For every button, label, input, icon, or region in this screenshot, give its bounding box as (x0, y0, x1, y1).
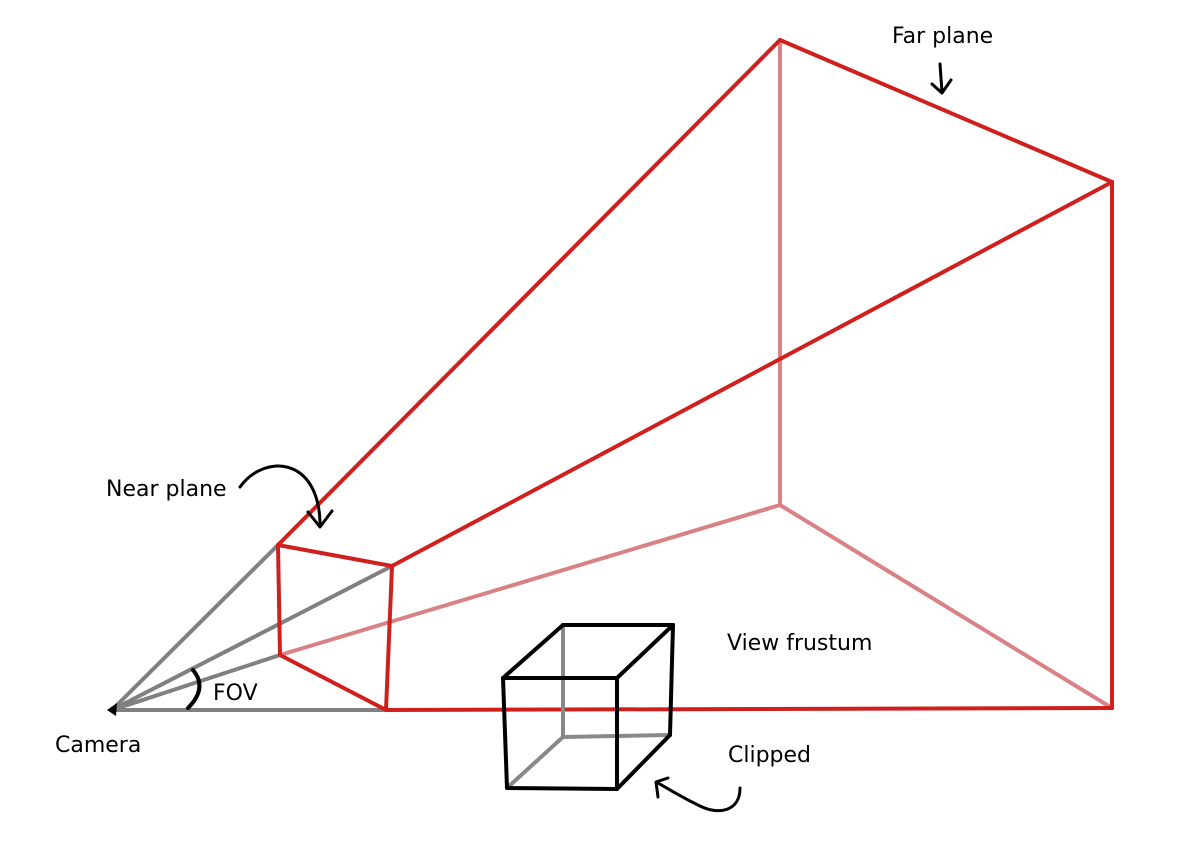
cube-top-right-edge (615, 623, 675, 680)
view-frustum-label: View frustum (727, 631, 872, 656)
camera-ray-upper-right (110, 564, 394, 712)
frustum-bottom-edge (384, 706, 1114, 712)
near-plane-label: Near plane (106, 477, 227, 502)
far-plane-arrow-icon (930, 62, 953, 95)
cube-hidden-bottom-side-edge (505, 735, 565, 790)
far-plane-top-edge (778, 38, 1114, 184)
frustum-hidden-edges (278, 38, 1114, 710)
camera-label: Camera (55, 733, 141, 758)
clipped-arrow-icon (654, 776, 742, 813)
fov-label: FOV (213, 681, 258, 706)
clipped-label: Clipped (728, 743, 811, 768)
fov-arc (186, 668, 202, 710)
near-plane-arrow-icon (238, 464, 334, 529)
camera-ray-middle (110, 653, 282, 712)
cube-bottom-right-edge (615, 733, 672, 791)
camera-rays (110, 543, 394, 712)
cube-front-face (501, 676, 619, 791)
camera-point (107, 703, 117, 716)
far-plane-label: Far plane (892, 24, 993, 49)
frustum-upper-side-edge (390, 180, 1114, 568)
frustum-visible-edges (276, 38, 1114, 712)
frustum-hidden-side-edge (278, 503, 782, 657)
cube-back-right-edge (668, 623, 675, 737)
annotation-arrows (238, 62, 953, 813)
far-plane-hidden-bottom-edge (778, 503, 1114, 710)
cube-top-left-edge (501, 623, 565, 680)
frustum-top-edge (276, 38, 782, 547)
clipped-cube (501, 623, 675, 791)
camera-ray-top (110, 543, 280, 712)
